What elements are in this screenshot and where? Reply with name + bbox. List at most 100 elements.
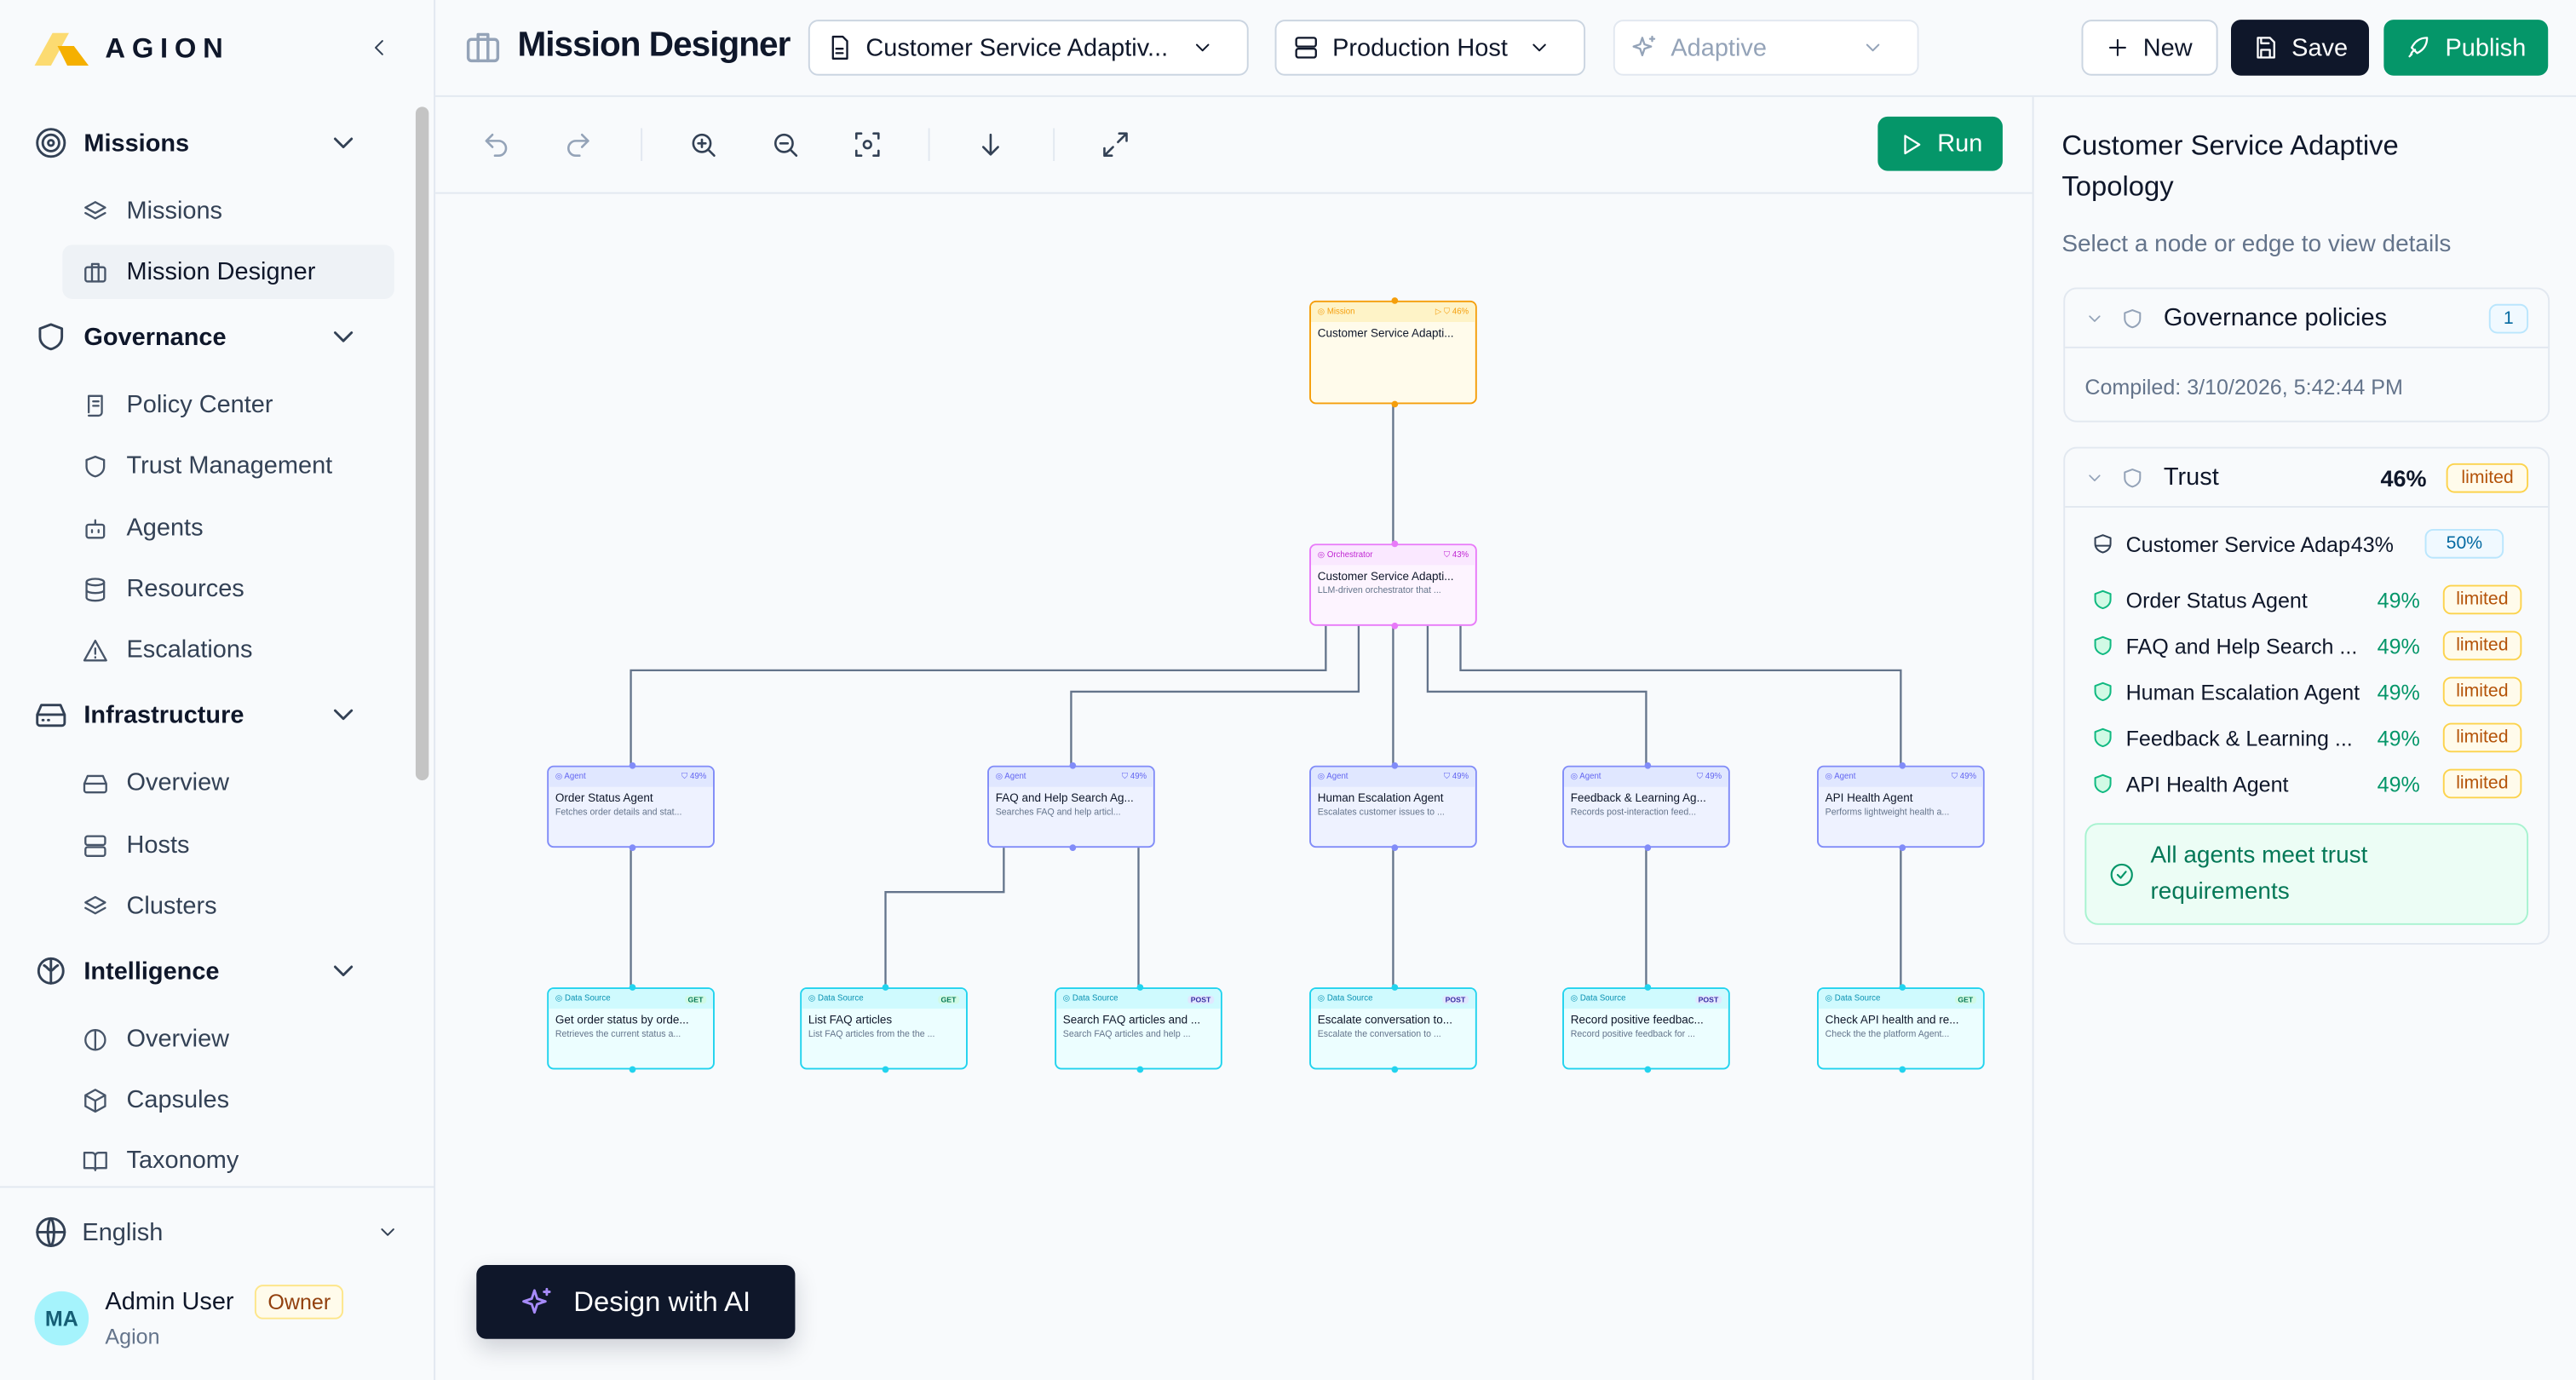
briefcase-icon — [84, 262, 106, 282]
trust-score: 49% — [2377, 633, 2420, 658]
sidebar-item-intel-overview[interactable]: Overview — [62, 1012, 394, 1067]
language-select[interactable]: English — [34, 1212, 399, 1251]
graph-canvas[interactable]: ◎ Mission▷ ⛉ 46%Customer Service Adapti.… — [435, 194, 2033, 1380]
scroll-icon — [87, 394, 103, 417]
redo-button[interactable] — [563, 129, 596, 163]
sidebar-item-missions[interactable]: Missions — [62, 184, 394, 239]
node-handle[interactable] — [882, 1066, 889, 1073]
node-handle[interactable] — [629, 844, 636, 851]
brain-icon — [84, 1028, 106, 1050]
publish-button[interactable]: Publish — [2383, 20, 2549, 76]
node-handle[interactable] — [1391, 984, 1399, 991]
node-handle[interactable] — [1391, 400, 1399, 408]
node-handle[interactable] — [1899, 762, 1906, 769]
node-type-label: Agent — [1004, 772, 1026, 782]
node-handle[interactable] — [1391, 844, 1399, 851]
undo-button[interactable] — [481, 129, 515, 163]
language-label: English — [82, 1218, 164, 1246]
nav-section-intelligence[interactable]: Intelligence — [34, 952, 379, 991]
node-handle[interactable] — [1644, 1066, 1652, 1073]
sidebar-item-capsules[interactable]: Capsules — [62, 1072, 394, 1127]
trust-score: ⛉ 49% — [1951, 772, 1977, 782]
graph-node-agent[interactable]: ◎ Agent⛉ 49%FAQ and Help Search Ag...Sea… — [987, 762, 1155, 851]
design-with-ai-button[interactable]: Design with AI — [476, 1264, 796, 1339]
zoom-in-icon — [692, 133, 716, 158]
sidebar-item-mission-designer[interactable]: Mission Designer — [62, 244, 394, 299]
node-handle[interactable] — [1391, 1066, 1399, 1073]
node-handle[interactable] — [1644, 844, 1652, 851]
node-handle[interactable] — [1136, 1066, 1144, 1073]
sidebar-item-agents[interactable]: Agents — [62, 501, 394, 555]
node-handle[interactable] — [629, 1066, 636, 1073]
node-handle[interactable] — [1899, 1066, 1906, 1073]
trust-status-badge: limited — [2442, 722, 2521, 753]
node-handle[interactable] — [1391, 297, 1399, 304]
auto-layout-button[interactable] — [976, 129, 1009, 163]
node-handle[interactable] — [1391, 622, 1399, 630]
graph-node-orch[interactable]: ◎ Orchestrator⛉ 43%Customer Service Adap… — [1309, 540, 1477, 630]
fit-view-button[interactable] — [853, 129, 886, 163]
node-handle[interactable] — [1069, 844, 1077, 851]
sidebar-item-taxonomy[interactable]: Taxonomy — [62, 1134, 394, 1188]
host-select[interactable]: Production Host — [1274, 20, 1586, 76]
sidebar-item-infra-overview[interactable]: Overview — [62, 756, 394, 810]
new-button[interactable]: New — [2081, 20, 2218, 76]
details-panel: Customer Service Adaptive Topology Selec… — [2032, 96, 2576, 1380]
nav-section-missions[interactable]: Missions — [34, 124, 379, 163]
mode-select[interactable]: Adaptive — [1613, 20, 1919, 76]
nav-section-infrastructure[interactable]: Infrastructure — [34, 695, 379, 734]
sidebar-item-clusters[interactable]: Clusters — [62, 879, 394, 934]
collapse-sidebar-icon[interactable] — [368, 36, 391, 59]
zoom-in-button[interactable] — [688, 129, 722, 163]
sidebar-item-resources[interactable]: Resources — [62, 562, 394, 617]
node-trust: 43% — [1452, 550, 1469, 561]
avatar[interactable]: MA — [34, 1291, 89, 1346]
node-handle[interactable] — [1391, 540, 1399, 548]
node-handle[interactable] — [1069, 762, 1077, 769]
sidebar-item-policy-center[interactable]: Policy Center — [62, 378, 394, 433]
nav-section-governance[interactable]: Governance — [34, 317, 379, 356]
node-handle[interactable] — [882, 984, 889, 991]
mission-select[interactable]: Customer Service Adaptiv... — [808, 20, 1249, 76]
save-button[interactable]: Save — [2230, 20, 2369, 76]
graph-node-mission[interactable]: ◎ Mission▷ ⛉ 46%Customer Service Adapti.… — [1309, 297, 1477, 408]
sidebar-item-trust-management[interactable]: Trust Management — [62, 439, 394, 493]
item-label: Overview — [126, 768, 230, 797]
node-type-label: Data Source — [817, 993, 864, 1004]
node-handle[interactable] — [1899, 984, 1906, 991]
sidebar-item-hosts[interactable]: Hosts — [62, 818, 394, 872]
policy-count-badge: 1 — [2488, 302, 2529, 333]
node-description: Escalate the conversation to ... — [1317, 1030, 1441, 1040]
node-handle[interactable] — [1136, 984, 1144, 991]
node-handle[interactable] — [629, 762, 636, 769]
node-handle[interactable] — [1644, 984, 1652, 991]
sidebar-scrollbar[interactable] — [415, 106, 429, 781]
graph-node-agent[interactable]: ◎ Agent⛉ 49%Feedback & Learning Ag...Rec… — [1562, 762, 1730, 851]
node-handle[interactable] — [1391, 762, 1399, 769]
fullscreen-button[interactable] — [1101, 129, 1134, 163]
node-handle[interactable] — [1644, 762, 1652, 769]
run-button[interactable]: Run — [1877, 116, 2003, 171]
sidebar-item-escalations[interactable]: Escalations — [62, 623, 394, 677]
governance-policies-toggle[interactable]: Governance policies 1 — [2065, 289, 2549, 348]
shield-icon — [2124, 468, 2142, 487]
zoom-out-button[interactable] — [770, 129, 803, 163]
item-label: Missions — [126, 197, 223, 226]
item-label: Capsules — [126, 1085, 230, 1114]
section-label: Infrastructure — [83, 700, 244, 729]
trust-toggle[interactable]: Trust 46% limited — [2065, 448, 2549, 508]
node-handle[interactable] — [1899, 844, 1906, 851]
node-handle[interactable] — [629, 984, 636, 991]
shield-icon — [2094, 635, 2112, 656]
node-description: Record positive feedback for ... — [1570, 1030, 1695, 1040]
